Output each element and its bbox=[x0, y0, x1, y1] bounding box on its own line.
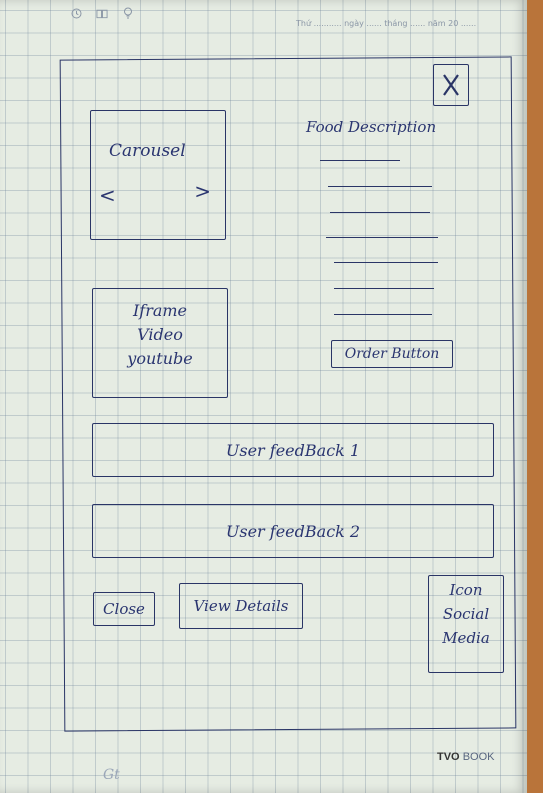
bulb-icon bbox=[122, 7, 134, 19]
social-label-line: Media bbox=[442, 629, 490, 647]
youtube-video-iframe[interactable]: Iframe Video youtube bbox=[92, 288, 228, 398]
carousel-label: Carousel bbox=[109, 141, 186, 161]
social-label-line: Social bbox=[442, 605, 490, 623]
description-line bbox=[334, 288, 434, 289]
order-button[interactable]: Order Button bbox=[331, 340, 453, 368]
view-details-button[interactable]: View Details bbox=[179, 583, 303, 629]
iframe-label-line: youtube bbox=[127, 349, 193, 368]
user-feedback-2: User feedBack 2 bbox=[92, 504, 494, 558]
brand-logo: TVO BOOK bbox=[437, 751, 494, 763]
iframe-label-line: Iframe bbox=[132, 301, 188, 320]
close-button[interactable]: Close bbox=[93, 592, 155, 626]
social-label: Icon Social Media bbox=[429, 578, 503, 650]
description-line bbox=[328, 186, 432, 187]
social-label-line: Icon bbox=[449, 581, 483, 599]
description-line bbox=[326, 237, 438, 238]
notebook-page: Thứ ........... ngày ...... tháng ......… bbox=[0, 0, 527, 793]
date-line: Thứ ........... ngày ...... tháng ......… bbox=[296, 19, 477, 28]
description-line bbox=[320, 160, 400, 161]
close-x-icon[interactable] bbox=[433, 64, 469, 106]
social-media-icons[interactable]: Icon Social Media bbox=[428, 575, 504, 673]
carousel[interactable]: Carousel < > bbox=[90, 110, 226, 240]
food-description-title: Food Description bbox=[306, 118, 437, 136]
description-line bbox=[330, 212, 430, 213]
footer-scribble: Gt bbox=[103, 767, 120, 783]
carousel-next-arrow[interactable]: > bbox=[194, 179, 211, 203]
user-feedback-1: User feedBack 1 bbox=[92, 423, 494, 477]
header-icons bbox=[70, 7, 134, 19]
description-line bbox=[334, 314, 432, 315]
brand-name: BOOK bbox=[462, 751, 495, 763]
carousel-prev-arrow[interactable]: < bbox=[99, 183, 116, 207]
brand-prefix: TVO bbox=[437, 751, 460, 763]
description-line bbox=[334, 262, 438, 263]
book-icon bbox=[96, 7, 108, 19]
iframe-label: Iframe Video youtube bbox=[93, 299, 227, 371]
clock-icon bbox=[70, 7, 82, 19]
iframe-label-line: Video bbox=[137, 325, 183, 344]
